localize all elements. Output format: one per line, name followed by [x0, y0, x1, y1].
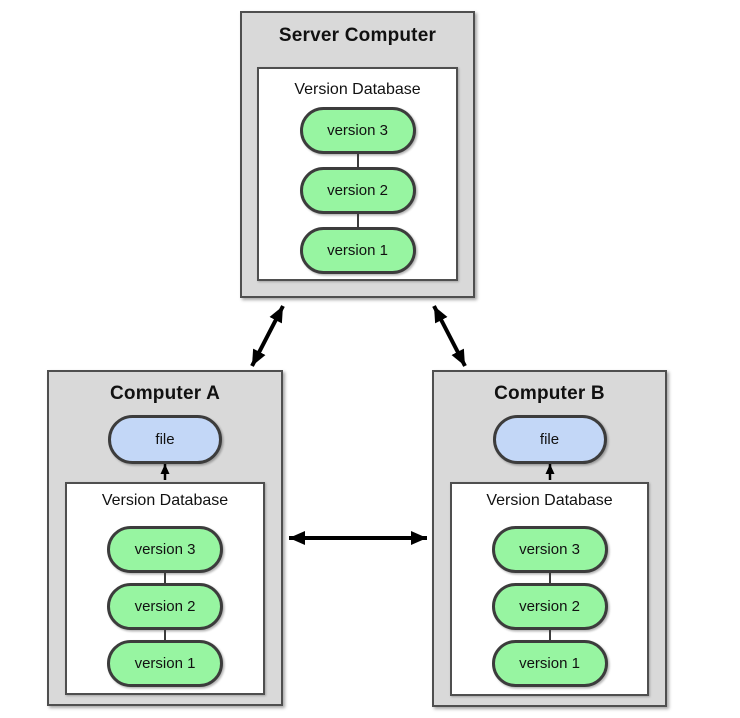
computer-b-version-3-pill: version 3 — [491, 526, 608, 573]
computer-b-version-database-panel: Version Database version 3 version 2 ver… — [450, 482, 649, 696]
computer-b-version-2-pill: version 2 — [491, 583, 608, 630]
computer-a-version-1-pill: version 1 — [107, 640, 223, 687]
server-computer-title: Server Computer — [278, 25, 437, 46]
computer-a-title: Computer A — [109, 383, 221, 404]
computer-b-box: Computer B file Version Database version… — [432, 370, 667, 707]
server-version-database-label: Version Database — [294, 81, 421, 98]
version-link-line — [164, 630, 166, 640]
version-link-line — [548, 573, 551, 583]
sync-arrow-server-computer-a — [250, 305, 285, 367]
version-link-line — [356, 214, 359, 227]
computer-a-file-pill: file — [108, 415, 222, 464]
server-version-3-pill: version 3 — [299, 107, 416, 154]
computer-a-version-2-pill: version 2 — [107, 583, 223, 630]
computer-b-version-1-pill: version 1 — [491, 640, 608, 687]
version-link-line — [356, 154, 359, 167]
version-link-line — [164, 573, 166, 583]
version-link-line — [548, 630, 551, 640]
computer-b-version-database-label: Version Database — [486, 492, 613, 509]
server-version-database-panel: Version Database version 3 version 2 ver… — [257, 67, 458, 281]
server-version-1-pill: version 1 — [299, 227, 416, 274]
computer-a-version-3-pill: version 3 — [107, 526, 223, 573]
computer-a-box: Computer A file Version Database version… — [47, 370, 283, 706]
computer-a-version-database-panel: Version Database version 3 version 2 ver… — [65, 482, 265, 695]
computer-b-title: Computer B — [494, 383, 605, 404]
sync-arrow-server-computer-b — [432, 305, 467, 367]
server-version-2-pill: version 2 — [299, 167, 416, 214]
server-computer-box: Server Computer Version Database version… — [240, 11, 475, 298]
computer-a-version-database-label: Version Database — [101, 492, 229, 509]
computer-b-file-pill: file — [492, 415, 607, 464]
